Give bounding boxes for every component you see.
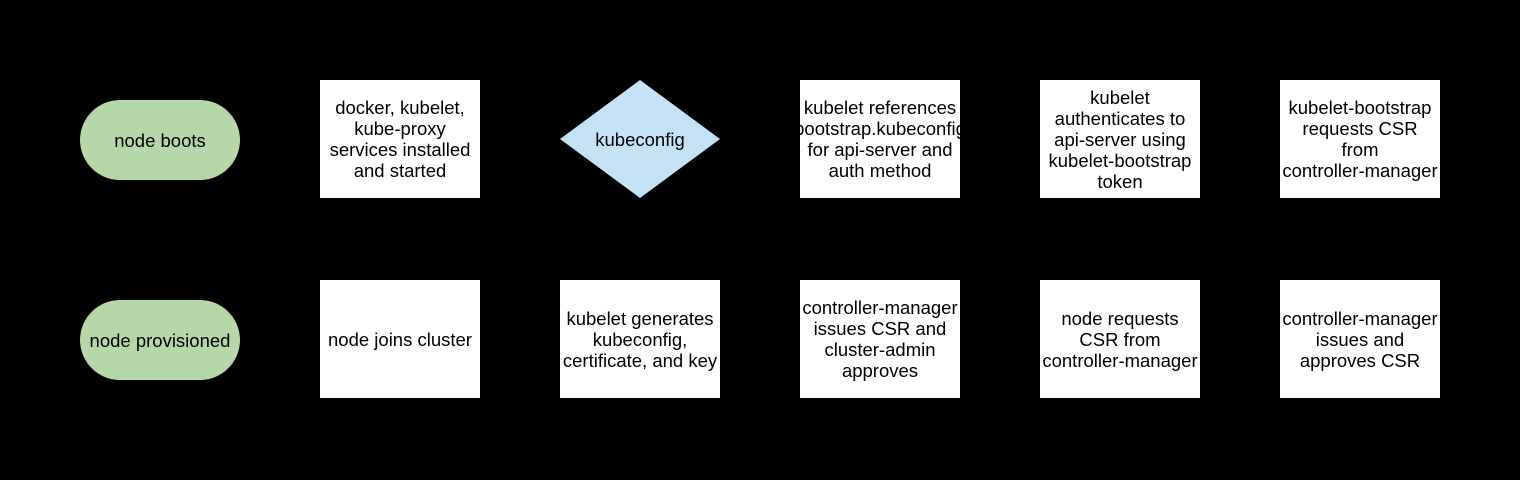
process-services-installed: docker, kubelet, kube-proxy services ins…	[320, 80, 480, 198]
decision-kubeconfig: kubeconfig	[560, 80, 720, 198]
node-label: controller-manager issues and approves C…	[1282, 307, 1438, 371]
process-kubelet-authenticates-to-api-server: kubelet authenticates to api-server usin…	[1040, 80, 1200, 198]
process-cm-issues-and-approves-csr: controller-manager issues and approves C…	[1280, 280, 1440, 398]
node-label: kubelet-bootstrap requests CSR from cont…	[1282, 97, 1438, 181]
node-label: node joins cluster	[328, 328, 472, 350]
process-cm-issues-csr-cluster-admin-approves: controller-manager issues CSR and cluste…	[800, 280, 960, 398]
node-label: kubelet references bootstrap.kubeconfig …	[794, 97, 966, 181]
node-label: kubelet generates kubeconfig, certificat…	[562, 307, 718, 371]
node-label: node provisioned	[89, 329, 231, 351]
terminator-node-boots: node boots	[80, 100, 240, 180]
node-label: docker, kubelet, kube-proxy services ins…	[329, 97, 471, 181]
node-label: node boots	[114, 129, 206, 151]
node-label: kubeconfig	[595, 128, 685, 150]
process-kubelet-references-bootstrap-kubeconfig: kubelet references bootstrap.kubeconfig …	[794, 80, 966, 198]
node-label: node requests CSR from controller-manage…	[1042, 307, 1198, 371]
process-node-requests-csr: node requests CSR from controller-manage…	[1040, 280, 1200, 398]
node-label: kubelet authenticates to api-server usin…	[1048, 86, 1192, 192]
process-node-joins-cluster: node joins cluster	[320, 280, 480, 398]
process-kubelet-generates-kubeconfig: kubelet generates kubeconfig, certificat…	[560, 280, 720, 398]
process-kubelet-bootstrap-requests-csr: kubelet-bootstrap requests CSR from cont…	[1280, 80, 1440, 198]
terminator-node-provisioned: node provisioned	[80, 300, 240, 380]
node-label: controller-manager issues CSR and cluste…	[802, 297, 958, 381]
